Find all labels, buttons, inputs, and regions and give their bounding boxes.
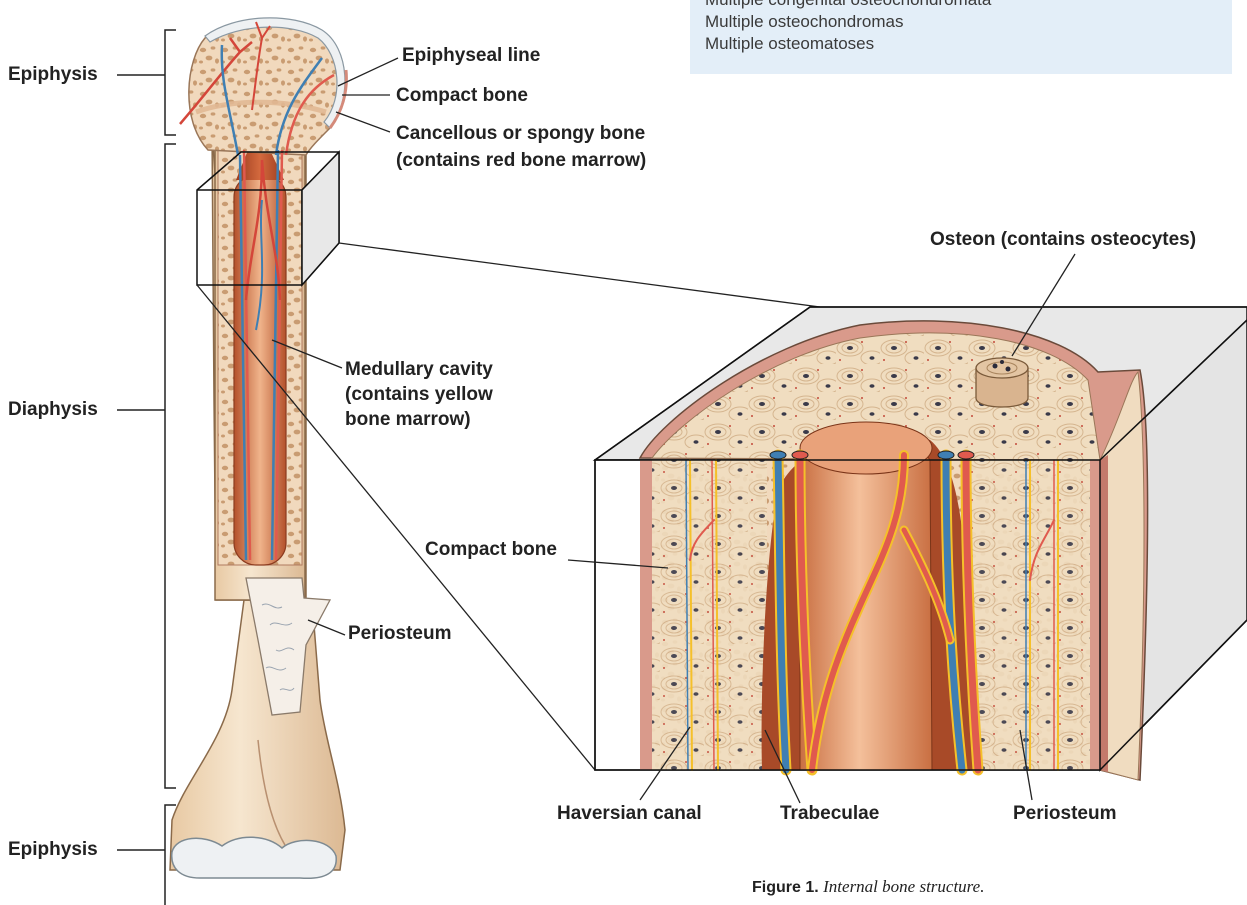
label-epiphysis-bottom: Epiphysis	[8, 838, 98, 862]
synonym-item: Multiple congenital osteochondromata	[690, 0, 1232, 11]
label-cancellous-bone: Cancellous or spongy bone	[396, 122, 645, 146]
label-yellow-marrow-note: (contains yellow	[345, 383, 493, 407]
synonym-item: Multiple osteomatoses	[690, 33, 1232, 55]
region-brackets	[117, 30, 176, 905]
label-haversian-canal: Haversian canal	[557, 802, 702, 826]
label-trabeculae: Trabeculae	[780, 802, 879, 826]
label-epiphyseal-line: Epiphyseal line	[402, 44, 540, 68]
label-epiphysis-top: Epiphysis	[8, 63, 98, 87]
articular-cartilage-bottom	[172, 837, 336, 878]
figure-caption-text: Internal bone structure.	[823, 877, 984, 896]
long-bone	[170, 18, 346, 878]
label-red-marrow-note: (contains red bone marrow)	[396, 149, 646, 173]
label-diaphysis: Diaphysis	[8, 398, 98, 422]
synonym-list: Multiple congenital osteochondromata Mul…	[690, 0, 1232, 74]
label-medullary-cavity: Medullary cavity	[345, 358, 493, 382]
label-osteon: Osteon (contains osteocytes)	[930, 228, 1196, 252]
label-compact-bone-right: Compact bone	[425, 538, 557, 562]
label-periosteum-right: Periosteum	[1013, 802, 1116, 826]
figure-caption: Figure 1. Internal bone structure.	[752, 877, 984, 897]
label-periosteum-left: Periosteum	[348, 622, 451, 646]
figure-caption-label: Figure 1.	[752, 879, 819, 896]
label-yellow-marrow-note-2: bone marrow)	[345, 408, 471, 432]
bone-section-block	[595, 307, 1247, 780]
label-compact-bone-top: Compact bone	[396, 84, 528, 108]
synonym-item: Multiple osteochondromas	[690, 11, 1232, 33]
osteon-cylinder	[976, 358, 1028, 407]
